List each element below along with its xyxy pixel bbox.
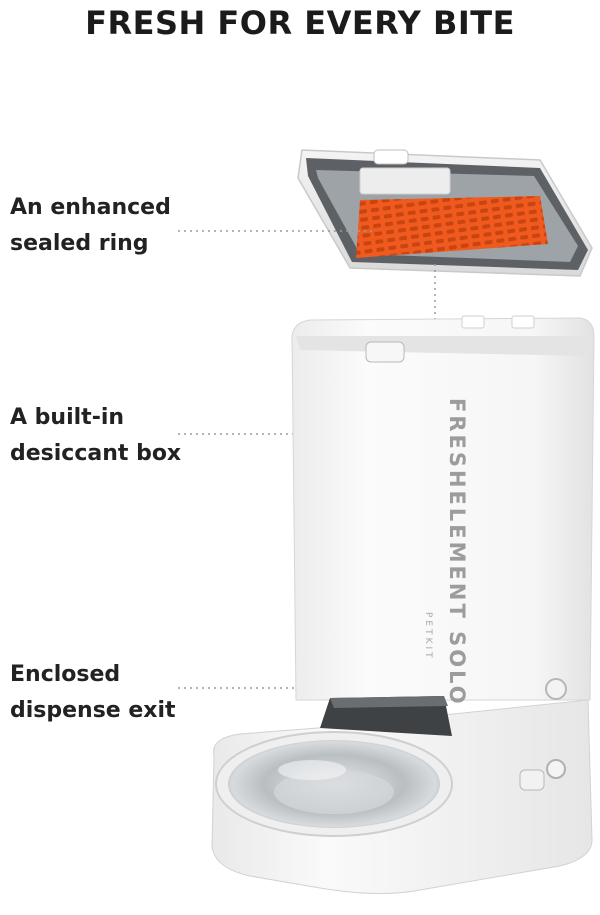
lid-latch-icon (373, 149, 409, 165)
callout-line: dispense exit (10, 698, 176, 723)
callout-line: An enhanced (10, 195, 171, 220)
usb-port-icon (519, 769, 545, 791)
callout-line: Enclosed (10, 662, 121, 687)
product-brand-text: PETKIT (423, 612, 433, 661)
callout-sealed-ring: An enhanced sealed ring (10, 190, 171, 262)
callout-line: sealed ring (10, 231, 149, 256)
callout-dispense-exit: Enclosed dispense exit (10, 657, 176, 729)
headline: FRESH FOR EVERY BITE (85, 4, 515, 42)
callout-desiccant-box: A built-in desiccant box (10, 400, 181, 472)
orange-sealed-ring-grid (356, 196, 548, 258)
feed-button[interactable] (546, 759, 566, 779)
product-model-text: FRESHELEMENT SOLO (445, 398, 469, 707)
callout-line: A built-in (10, 405, 125, 430)
bin-latch-icon (365, 341, 405, 363)
lid (297, 149, 593, 277)
base (211, 696, 593, 895)
storage-bin: FRESHELEMENT SOLO PETKIT (291, 315, 595, 707)
power-button[interactable] (545, 678, 567, 700)
callout-line: desiccant box (10, 441, 182, 466)
